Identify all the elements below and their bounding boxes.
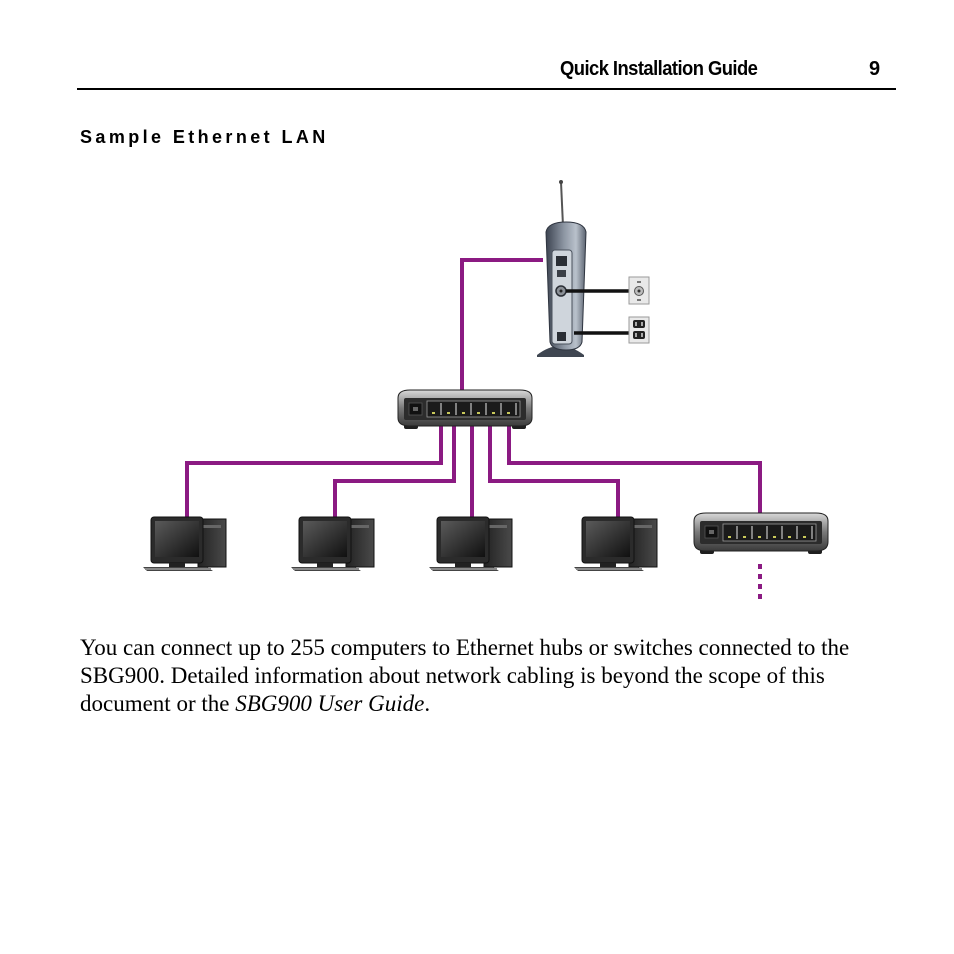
- cable-hub-to-computer-2: [333, 422, 456, 518]
- cable-gateway-icon: [537, 180, 587, 357]
- user-guide-title: SBG900 User Guide: [235, 691, 425, 716]
- page-number: 9: [869, 58, 881, 80]
- desktop-computer-icon: [143, 516, 227, 571]
- section-heading: Sample Ethernet LAN: [80, 127, 329, 147]
- body-paragraph: You can connect up to 255 computers to E…: [80, 634, 900, 718]
- desktop-computer-icon: [574, 516, 658, 571]
- desktop-computer-icon: [291, 516, 375, 571]
- power-outlet-icon: [628, 316, 650, 344]
- continuation-dots: [758, 564, 762, 599]
- ethernet-hub-2-icon: [693, 512, 829, 554]
- cable-gateway-to-hub: [460, 258, 543, 393]
- body-text-main: You can connect up to 255 computers to E…: [80, 635, 850, 716]
- desktop-computer-icon: [429, 516, 513, 571]
- header-rule: [77, 88, 896, 90]
- ethernet-hub-icon: [397, 389, 533, 429]
- cable-hub-to-hub-2: [507, 422, 762, 516]
- network-diagram: [143, 180, 829, 599]
- ethernet-cables: [185, 258, 762, 518]
- cable-hub-to-computer-4: [488, 422, 620, 518]
- coax-wall-outlet-icon: [628, 276, 650, 305]
- body-text-end: .: [424, 691, 431, 716]
- running-header-title: Quick Installation Guide: [560, 58, 758, 80]
- gateway-service-cables: [566, 289, 630, 335]
- cable-hub-to-computer-1: [185, 422, 443, 518]
